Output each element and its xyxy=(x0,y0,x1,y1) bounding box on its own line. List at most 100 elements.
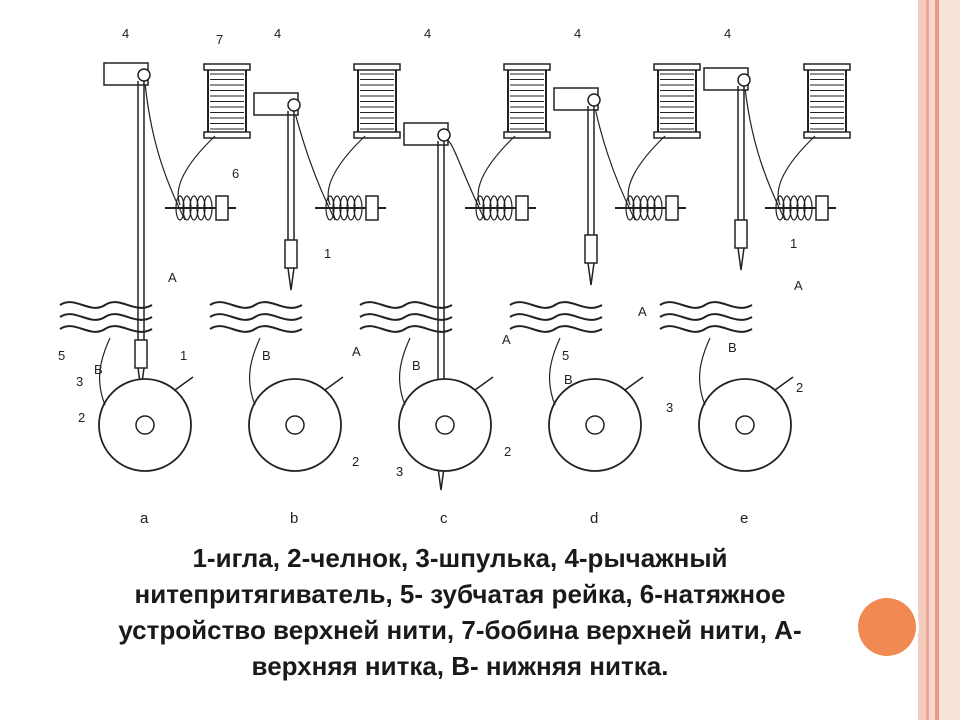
shuttle-hook xyxy=(98,376,194,472)
shuttle-hook xyxy=(548,376,644,472)
take-up-lever xyxy=(403,122,451,146)
tension-nut xyxy=(815,195,829,221)
tension-nut xyxy=(515,195,529,221)
part-label: В xyxy=(564,372,573,387)
bobbin-center xyxy=(435,415,455,435)
shuttle-hook xyxy=(248,376,344,472)
upper-thread-path xyxy=(294,112,336,221)
fabric-layer xyxy=(659,325,753,333)
lever-eye xyxy=(737,73,751,87)
legend-caption: 1-игла, 2-челнок, 3-шпулька, 4-рычажный … xyxy=(118,543,802,681)
bobbin-center xyxy=(135,415,155,435)
part-label: 2 xyxy=(504,444,511,459)
part-label: 6 xyxy=(232,166,239,181)
part-label: 7 xyxy=(216,32,223,47)
part-label: 4 xyxy=(574,26,581,41)
upper-thread-path xyxy=(177,135,216,206)
fabric-layer xyxy=(209,301,303,309)
tension-device xyxy=(315,195,386,221)
part-label: 5 xyxy=(58,348,65,363)
part-label: В xyxy=(412,358,421,373)
fabric-layer xyxy=(359,325,453,333)
lower-thread-path xyxy=(549,337,561,406)
part-label: A xyxy=(638,304,647,319)
spool-flange xyxy=(353,131,401,139)
fabric-layer xyxy=(659,301,753,309)
needle-point xyxy=(437,467,445,491)
panel-caption: c xyxy=(440,510,448,527)
needle-clamp xyxy=(134,339,148,369)
decor-stripe xyxy=(935,0,939,720)
tension-nut xyxy=(665,195,679,221)
fabric-layer xyxy=(659,313,753,321)
tension-device xyxy=(765,195,836,221)
lever-eye xyxy=(437,128,451,142)
panel-caption: e xyxy=(740,510,748,527)
fabric-layer xyxy=(209,313,303,321)
spool-flange xyxy=(503,131,551,139)
part-label: 5 xyxy=(562,348,569,363)
lever-eye xyxy=(137,68,151,82)
part-label: 3 xyxy=(666,400,673,415)
hook-point xyxy=(324,376,344,391)
decor-stripe xyxy=(918,0,926,720)
lower-thread-path xyxy=(699,337,711,406)
fabric-layer xyxy=(359,313,453,321)
thread-spool xyxy=(203,63,251,139)
upper-thread-path xyxy=(627,135,666,206)
needle-point xyxy=(287,267,295,291)
hook-point xyxy=(624,376,644,391)
spool-flange xyxy=(803,131,851,139)
upper-thread-path xyxy=(477,135,516,206)
part-label: 1 xyxy=(790,236,797,251)
fabric-layer xyxy=(59,313,153,321)
needle-point xyxy=(737,247,745,271)
needle-clamp xyxy=(734,219,748,249)
part-label: A xyxy=(352,344,361,359)
tension-device xyxy=(465,195,536,221)
fabric xyxy=(359,301,453,333)
fabric-layer xyxy=(359,301,453,309)
part-label: A xyxy=(794,278,803,293)
tension-nut xyxy=(215,195,229,221)
fabric-layer xyxy=(59,301,153,309)
take-up-lever xyxy=(103,62,151,86)
fabric-layer xyxy=(509,301,603,309)
tension-device xyxy=(165,195,236,221)
spool-flange xyxy=(803,63,851,71)
needle xyxy=(134,81,148,391)
hook-point xyxy=(474,376,494,391)
hook-point xyxy=(774,376,794,391)
fabric xyxy=(59,301,153,333)
part-label: A xyxy=(502,332,511,347)
spool-flange xyxy=(203,63,251,71)
lever-eye xyxy=(287,98,301,112)
part-label: В xyxy=(94,362,103,377)
part-label: 2 xyxy=(352,454,359,469)
part-label: 3 xyxy=(76,374,83,389)
accent-circle xyxy=(858,598,916,656)
take-up-lever xyxy=(553,87,601,111)
fabric-layer xyxy=(59,325,153,333)
panel-caption: b xyxy=(290,510,298,527)
lower-thread-path xyxy=(249,337,261,406)
needle-clamp xyxy=(584,234,598,264)
tension-device xyxy=(615,195,686,221)
spool-flange xyxy=(353,63,401,71)
thread-spool xyxy=(653,63,701,139)
thread-spool xyxy=(803,63,851,139)
shuttle-hook xyxy=(698,376,794,472)
part-label: 2 xyxy=(78,410,85,425)
spool-flange xyxy=(203,131,251,139)
take-up-lever xyxy=(253,92,301,116)
lower-thread-path xyxy=(399,337,411,406)
bobbin-center xyxy=(585,415,605,435)
needle-point xyxy=(587,262,595,286)
spool-flange xyxy=(653,131,701,139)
upper-thread-path xyxy=(594,107,636,221)
